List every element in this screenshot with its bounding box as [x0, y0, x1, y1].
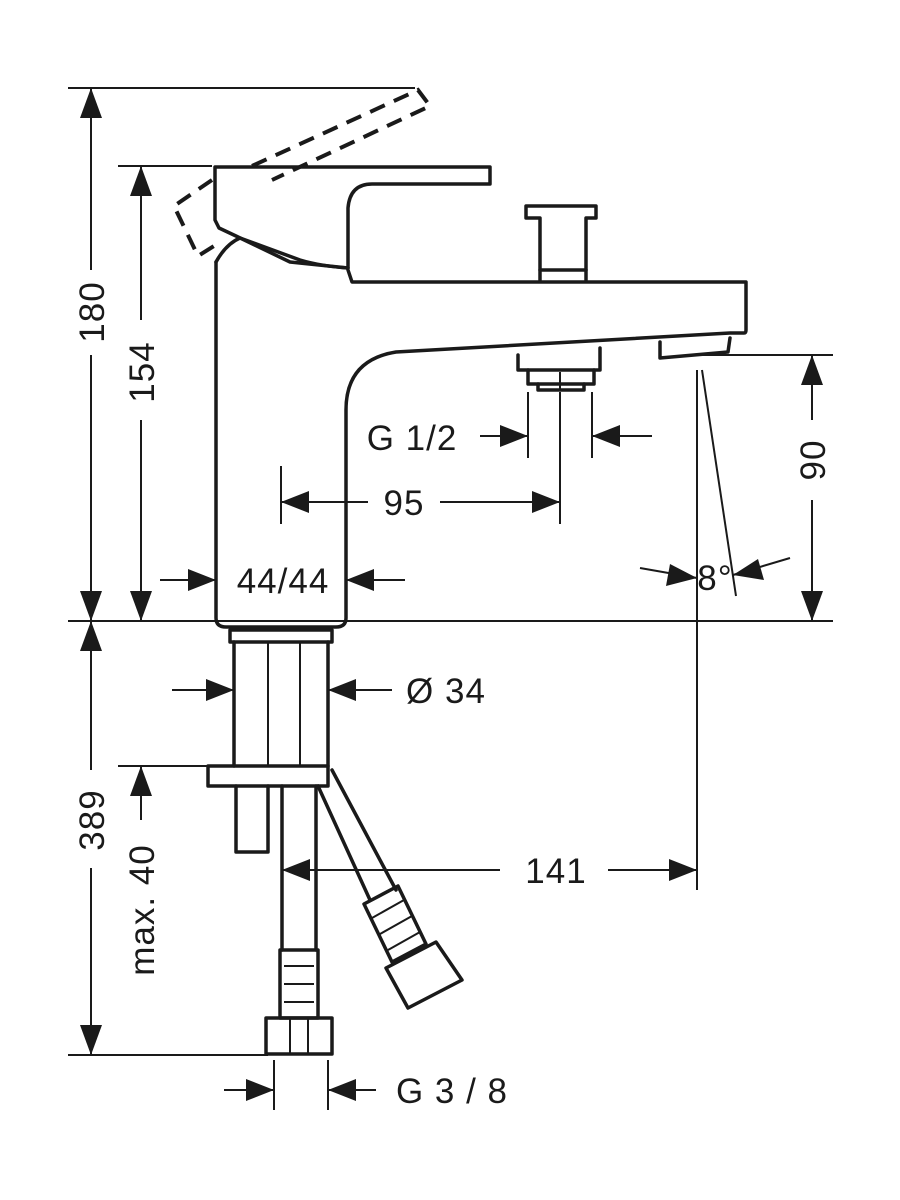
dim-spout-angle	[639, 369, 791, 890]
dim-total-height	[80, 88, 102, 621]
label-projection: 141	[525, 852, 586, 891]
dim-supply-thread	[224, 1060, 376, 1110]
label-spout-angle: 8°	[697, 559, 732, 598]
label-total-height: 180	[73, 281, 112, 342]
label-supply-thread: G 3 / 8	[396, 1072, 508, 1111]
dim-outlet-thread	[480, 392, 652, 458]
dim-below-deck	[80, 621, 102, 1055]
label-spout-height: 90	[794, 440, 833, 481]
label-outlet-distance: 95	[384, 484, 425, 523]
dim-shank-diameter	[172, 679, 392, 701]
dim-body-height	[130, 166, 152, 621]
shank-and-hoses	[206, 628, 464, 1056]
label-shank-diameter: Ø 34	[406, 672, 486, 711]
lever-closed-position	[171, 178, 216, 259]
label-body-height: 154	[123, 341, 162, 402]
label-max-deck: max. 40	[123, 844, 162, 976]
dim-projection	[282, 859, 697, 881]
label-below-deck: 389	[73, 789, 112, 850]
dim-body-section	[160, 569, 405, 591]
dim-max-deck	[130, 766, 152, 820]
label-outlet-thread: G 1/2	[367, 419, 458, 458]
lever-open-position	[251, 87, 434, 182]
faucet-body	[213, 165, 748, 629]
dim-spout-height	[801, 355, 823, 621]
label-body-section: 44/44	[237, 562, 330, 601]
dim-outlet-distance	[280, 392, 561, 524]
